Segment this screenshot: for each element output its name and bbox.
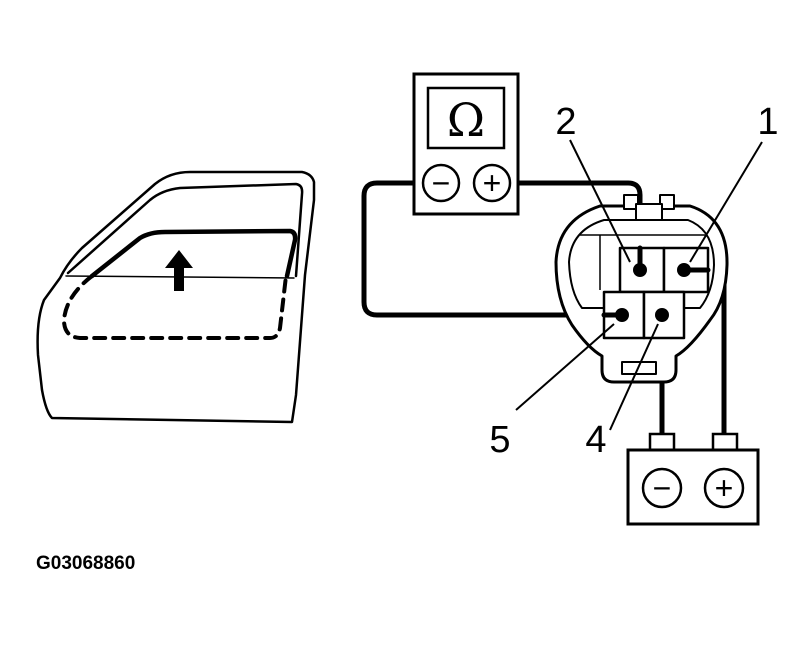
meter-positive-terminal bbox=[472, 163, 512, 203]
battery-post-negative bbox=[648, 432, 676, 452]
window-glass-raised bbox=[89, 228, 298, 279]
callout-leaders bbox=[515, 139, 763, 431]
pin-label-1: 1 bbox=[757, 101, 778, 143]
window-frame-inner bbox=[66, 182, 304, 278]
probe-point-pin-2 bbox=[633, 263, 647, 277]
connector-lock-tab-2 bbox=[659, 194, 675, 210]
door-outline bbox=[36, 170, 316, 424]
leader-pin-4 bbox=[609, 323, 659, 431]
probe-point-pin-5 bbox=[615, 308, 629, 322]
wire-meter-plus-to-pin-2 bbox=[475, 180, 643, 273]
door-illustration bbox=[36, 170, 316, 424]
ohmmeter: Ω − + bbox=[412, 72, 520, 216]
leader-pin-5 bbox=[515, 323, 615, 411]
battery-negative-terminal bbox=[641, 467, 683, 509]
figure-code: G03068860 bbox=[36, 553, 135, 574]
probe-point-pin-1 bbox=[677, 263, 691, 277]
pin-label-2: 2 bbox=[555, 101, 576, 143]
pin-cavity-4 bbox=[642, 290, 686, 340]
wire-meter-minus-to-pin-5 bbox=[361, 180, 623, 318]
probe-point-pin-4 bbox=[655, 308, 669, 322]
battery-post-positive bbox=[711, 432, 739, 452]
meter-negative-sign: − bbox=[432, 165, 451, 201]
ohmmeter-display bbox=[426, 86, 506, 150]
connector-inner-wall bbox=[568, 219, 715, 309]
battery: − + bbox=[626, 432, 760, 526]
connector bbox=[554, 194, 729, 384]
leader-pin-1 bbox=[689, 141, 763, 263]
connector-lock-tab-1 bbox=[623, 194, 639, 210]
battery-negative-sign: − bbox=[653, 470, 672, 506]
meter-negative-terminal bbox=[421, 163, 461, 203]
up-arrow-icon bbox=[165, 250, 193, 291]
pin-label-5: 5 bbox=[489, 419, 510, 461]
connector-top-latch bbox=[635, 203, 663, 221]
meter-positive-sign: + bbox=[483, 165, 502, 201]
probe-points bbox=[615, 263, 691, 322]
pin-label-4: 4 bbox=[585, 419, 606, 461]
ohm-symbol: Ω bbox=[447, 93, 485, 147]
leader-pin-2 bbox=[569, 139, 631, 263]
battery-positive-terminal bbox=[703, 467, 745, 509]
window-glass-lowered-dashed bbox=[62, 274, 288, 340]
battery-positive-sign: + bbox=[715, 470, 734, 506]
